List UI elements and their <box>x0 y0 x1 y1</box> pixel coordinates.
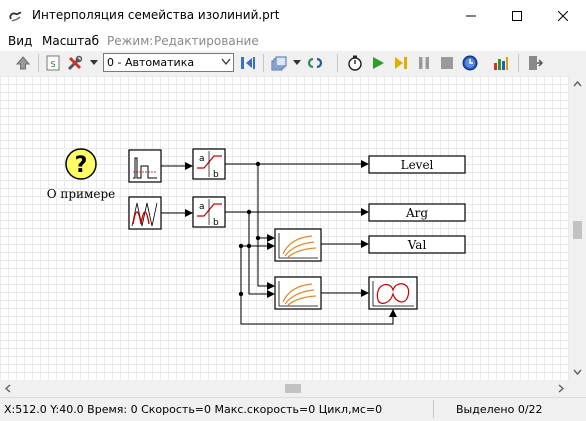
toolbar-separator <box>337 54 338 72</box>
tools-dropdown[interactable] <box>88 54 100 72</box>
signal-source-peaks[interactable] <box>128 196 162 230</box>
toolbar-separator <box>263 54 264 72</box>
app-logo-icon <box>9 11 22 22</box>
link-button[interactable] <box>306 54 324 72</box>
phase-plot-block[interactable] <box>368 276 418 310</box>
scroll-up-icon <box>573 80 582 87</box>
toolbar-separator <box>518 54 519 72</box>
output-level[interactable]: Level <box>368 155 466 174</box>
tools-icon <box>67 55 83 71</box>
horizontal-scroll-thumb <box>285 384 301 393</box>
step-icon <box>241 57 255 69</box>
status-selection: Выделено 0/22 <box>456 403 543 416</box>
up-arrow-icon <box>16 56 30 70</box>
svg-text:S: S <box>50 60 55 69</box>
output-val[interactable]: Val <box>368 235 466 254</box>
step-forward-icon <box>395 57 407 69</box>
status-info: X:512.0 Y:40.0 Время: 0 Скорость=0 Макс.… <box>4 403 383 416</box>
minimize-button[interactable] <box>448 0 494 31</box>
step-mode-button[interactable] <box>239 54 257 72</box>
dropdown-arrow-icon <box>90 60 98 65</box>
signal-source-step[interactable] <box>128 149 162 183</box>
mode-select[interactable]: 0 - Автоматика <box>103 53 234 72</box>
bar-chart-icon <box>494 57 508 70</box>
menu-mode-value: Редактирование <box>154 34 259 48</box>
pause-button[interactable] <box>415 54 433 72</box>
menu-mode-label: Режим: <box>107 34 154 48</box>
vertical-scroll-thumb <box>573 221 582 239</box>
play-icon <box>373 57 384 69</box>
maximize-button[interactable] <box>494 0 540 31</box>
menu-bar: Вид Масштаб Режим: Редактирование <box>0 31 586 51</box>
toolbar-separator <box>38 54 39 72</box>
stopwatch-icon <box>348 55 362 71</box>
help-block[interactable]: ? О примере <box>47 148 116 201</box>
port-a-label: a <box>199 154 205 164</box>
menu-view[interactable]: Вид <box>8 34 33 48</box>
peaks-signal-icon <box>131 202 158 227</box>
isoline-icon <box>282 235 313 255</box>
up-button[interactable] <box>14 54 32 72</box>
layers-button[interactable] <box>270 54 288 72</box>
scroll-down-icon <box>573 369 582 376</box>
isoline-interpolation-block-1[interactable] <box>274 228 322 262</box>
output-arg[interactable]: Arg <box>368 203 466 222</box>
layers-dropdown[interactable] <box>291 54 303 72</box>
layers-icon <box>271 56 287 71</box>
help-label: О примере <box>47 187 116 201</box>
play-button[interactable] <box>369 54 387 72</box>
title-bar: Интерполяция семейства изолиний.prt <box>0 0 586 31</box>
menu-scale[interactable]: Масштаб <box>42 34 100 48</box>
isoline-interpolation-block-2[interactable] <box>274 276 322 310</box>
output-label: Level <box>401 158 434 172</box>
output-label: Arg <box>405 206 428 220</box>
toolbar: S 0 - Автоматика <box>0 51 586 77</box>
script-icon: S <box>46 55 60 71</box>
question-icon <box>65 148 97 180</box>
port-b-label: b <box>213 218 219 228</box>
tools-button[interactable] <box>66 54 84 72</box>
output-label: Val <box>407 238 427 252</box>
scroll-right-icon <box>558 384 565 393</box>
dropdown-arrow-icon <box>293 60 301 65</box>
stop-icon <box>441 57 453 69</box>
script-button[interactable]: S <box>44 54 62 72</box>
chart-button[interactable] <box>492 54 510 72</box>
maximize-icon <box>512 10 522 21</box>
link-icon <box>307 57 323 69</box>
clock-icon <box>462 55 478 71</box>
step-forward-button[interactable] <box>392 54 410 72</box>
close-button[interactable] <box>540 0 586 31</box>
junction-dots <box>238 161 261 297</box>
port-a-label: a <box>199 202 205 212</box>
exit-icon <box>529 56 543 70</box>
isoline-icon <box>282 283 313 303</box>
vertical-scrollbar[interactable] <box>569 76 586 380</box>
stopwatch-button[interactable] <box>346 54 364 72</box>
horizontal-scrollbar[interactable] <box>0 380 569 397</box>
port-b-label: b <box>213 170 219 180</box>
scheme-diagram: ? О примере a b a b <box>47 148 466 325</box>
switch-block-2[interactable]: a b <box>192 196 226 228</box>
window-title: Интерполяция семейства изолиний.prt <box>32 8 280 22</box>
stop-button[interactable] <box>438 54 456 72</box>
scheme-canvas[interactable]: ? О примере a b a b <box>0 76 569 380</box>
status-divider <box>433 400 434 418</box>
lissajous-icon <box>376 283 410 304</box>
clock-button[interactable] <box>461 54 479 72</box>
mode-select-value: 0 - Автоматика <box>107 56 195 69</box>
minimize-icon <box>466 15 476 16</box>
scrollbar-corner <box>569 380 586 397</box>
chevron-down-icon <box>221 58 231 66</box>
horizontal-scrollbar-graphics <box>4 384 565 393</box>
switch-block-1[interactable]: a b <box>192 148 226 180</box>
help-symbol: ? <box>75 153 88 178</box>
status-bar: X:512.0 Y:40.0 Время: 0 Скорость=0 Макс.… <box>0 397 586 421</box>
vertical-scrollbar-graphics <box>573 80 582 376</box>
pause-icon <box>419 57 429 69</box>
exit-button[interactable] <box>526 54 544 72</box>
scroll-left-icon <box>4 384 11 393</box>
close-icon <box>558 10 568 21</box>
